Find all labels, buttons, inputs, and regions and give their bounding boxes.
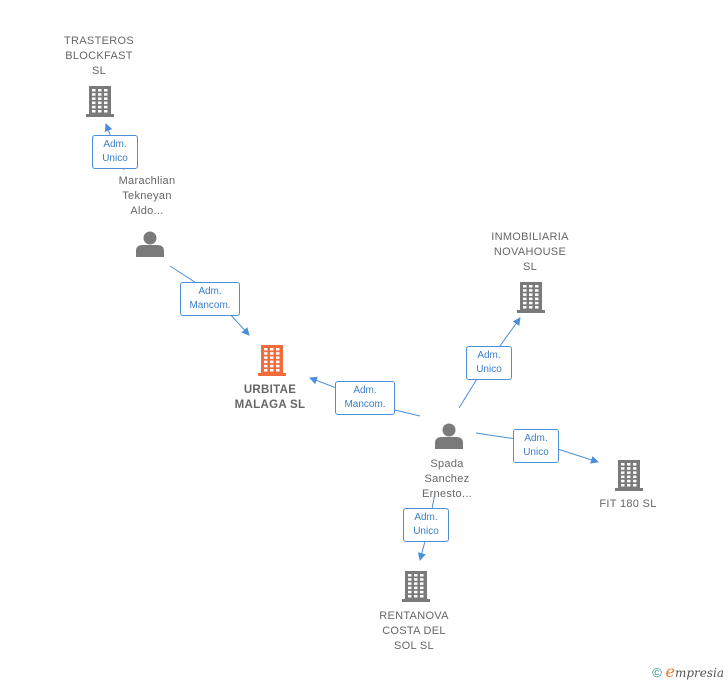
role-box-spada-fit180[interactable]: Adm. Unico bbox=[513, 429, 559, 463]
role-line-1: Adm. bbox=[477, 350, 501, 361]
role-box-spada-inmobiliaria[interactable]: Adm. Unico bbox=[466, 346, 512, 380]
role-line-2: Unico bbox=[476, 364, 502, 375]
brand-logo: empresia bbox=[665, 662, 724, 681]
node-label-trasteros[interactable]: TRASTEROS BLOCKFAST SL bbox=[64, 35, 134, 77]
node-label-fit180[interactable]: FIT 180 SL bbox=[599, 498, 657, 510]
role-line-2: Unico bbox=[413, 526, 439, 537]
role-box-marachlian-trasteros[interactable]: Adm. Unico bbox=[92, 135, 138, 169]
person-icon-spada[interactable] bbox=[435, 423, 463, 450]
node-label-urbitae[interactable]: URBITAE MALAGA SL bbox=[234, 384, 306, 411]
building-icon-inmobiliaria[interactable] bbox=[517, 282, 545, 313]
role-line-1: Adm. bbox=[198, 286, 222, 297]
role-line-2: Unico bbox=[523, 447, 549, 458]
role-line-1: Adm. bbox=[414, 512, 438, 523]
copyright-icon: © bbox=[652, 665, 662, 680]
node-label-inmobiliaria[interactable]: INMOBILIARIA NOVAHOUSE SL bbox=[491, 231, 569, 273]
building-icon-fit180[interactable] bbox=[615, 460, 643, 491]
node-label-marachlian[interactable]: Marachlian Tekneyan Aldo... bbox=[118, 175, 176, 217]
building-icon-rentanova[interactable] bbox=[402, 571, 430, 602]
role-line-2: Unico bbox=[102, 153, 128, 164]
role-line-1: Adm. bbox=[353, 385, 377, 396]
building-icon-urbitae[interactable] bbox=[258, 345, 286, 376]
role-line-2: Mancom. bbox=[189, 300, 231, 311]
role-box-spada-urbitae[interactable]: Adm. Mancom. bbox=[335, 381, 395, 415]
footer-brand: © empresia bbox=[652, 662, 724, 681]
node-label-rentanova[interactable]: RENTANOVA COSTA DEL SOL SL bbox=[379, 610, 449, 652]
role-line-1: Adm. bbox=[103, 139, 127, 150]
person-icon-marachlian[interactable] bbox=[136, 231, 164, 258]
role-box-spada-rentanova[interactable]: Adm. Unico bbox=[403, 508, 449, 542]
role-box-marachlian-urbitae[interactable]: Adm. Mancom. bbox=[180, 282, 240, 316]
building-icon-trasteros[interactable] bbox=[86, 86, 114, 117]
role-line-1: Adm. bbox=[524, 433, 548, 444]
role-line-2: Mancom. bbox=[344, 399, 386, 410]
node-label-spada[interactable]: Spada Sanchez Ernesto... bbox=[421, 458, 473, 500]
